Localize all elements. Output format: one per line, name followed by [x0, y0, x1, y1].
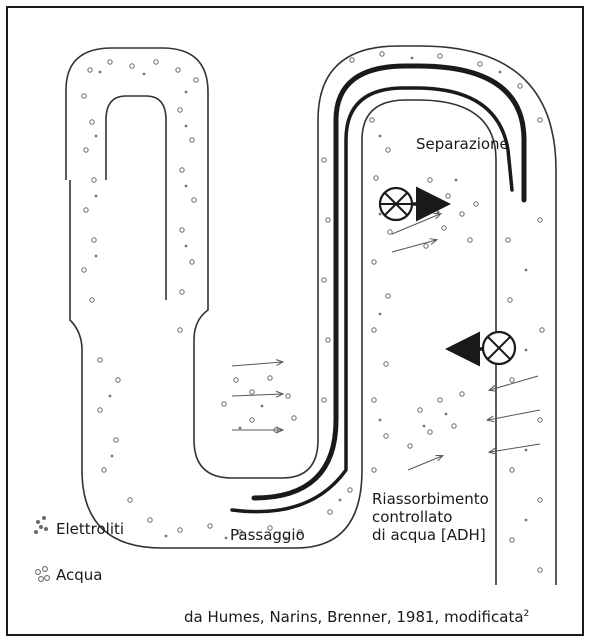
source-credit-footnote: 2 — [524, 609, 530, 619]
flow-arrow-6 — [490, 376, 538, 390]
flow-arrow-8 — [490, 444, 540, 452]
source-credit-text: da Humes, Narins, Brenner, 1981, modific… — [184, 608, 524, 626]
flow-arrow-5 — [392, 240, 436, 252]
label-passaggio: Passaggio — [230, 526, 305, 544]
thick-limb-wall — [254, 66, 524, 498]
legend-elettroliti: Elettroliti — [56, 520, 124, 538]
flow-arrow-2 — [232, 394, 282, 396]
flow-arrow-1 — [232, 362, 282, 366]
electrolyte-legend-icon — [34, 516, 48, 534]
pump-icon — [483, 332, 515, 364]
label-riassorbimento-line2: controllato — [372, 508, 452, 526]
flow-arrow-9 — [408, 456, 442, 470]
pump-icon — [380, 188, 412, 220]
label-riassorbimento-line3: di acqua [ADH] — [372, 526, 486, 544]
source-credit: da Humes, Narins, Brenner, 1981, modific… — [184, 608, 529, 626]
label-separazione: Separazione — [416, 135, 509, 153]
inner-loop-wall — [106, 96, 166, 300]
label-riassorbimento-line1: Riassorbimento — [372, 490, 489, 508]
legend-acqua: Acqua — [56, 566, 102, 584]
water-legend-icon — [36, 567, 50, 582]
